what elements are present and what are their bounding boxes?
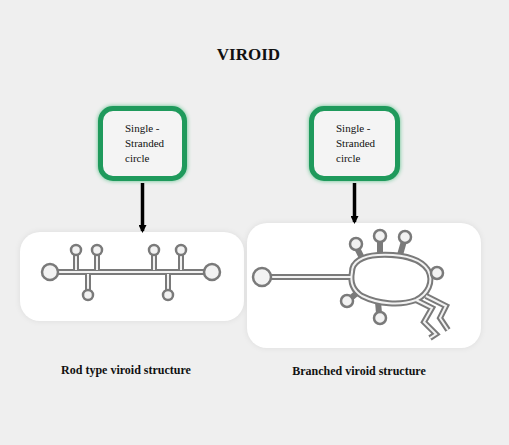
box-text: Single - Stranded circle xyxy=(336,121,383,166)
rod-viroid xyxy=(42,245,220,300)
diagram-title: VIROID xyxy=(0,45,497,65)
structure-caption: Branched viroid structure xyxy=(292,364,426,379)
down-arrow xyxy=(353,183,357,222)
branched-viroid xyxy=(253,230,448,338)
down-arrow xyxy=(141,183,145,231)
box-text: Single - Stranded circle xyxy=(125,121,170,166)
strand-box: Single - Stranded circle xyxy=(98,106,187,181)
strand-box: Single - Stranded circle xyxy=(309,106,400,181)
structure-caption: Rod type viroid structure xyxy=(61,363,191,378)
